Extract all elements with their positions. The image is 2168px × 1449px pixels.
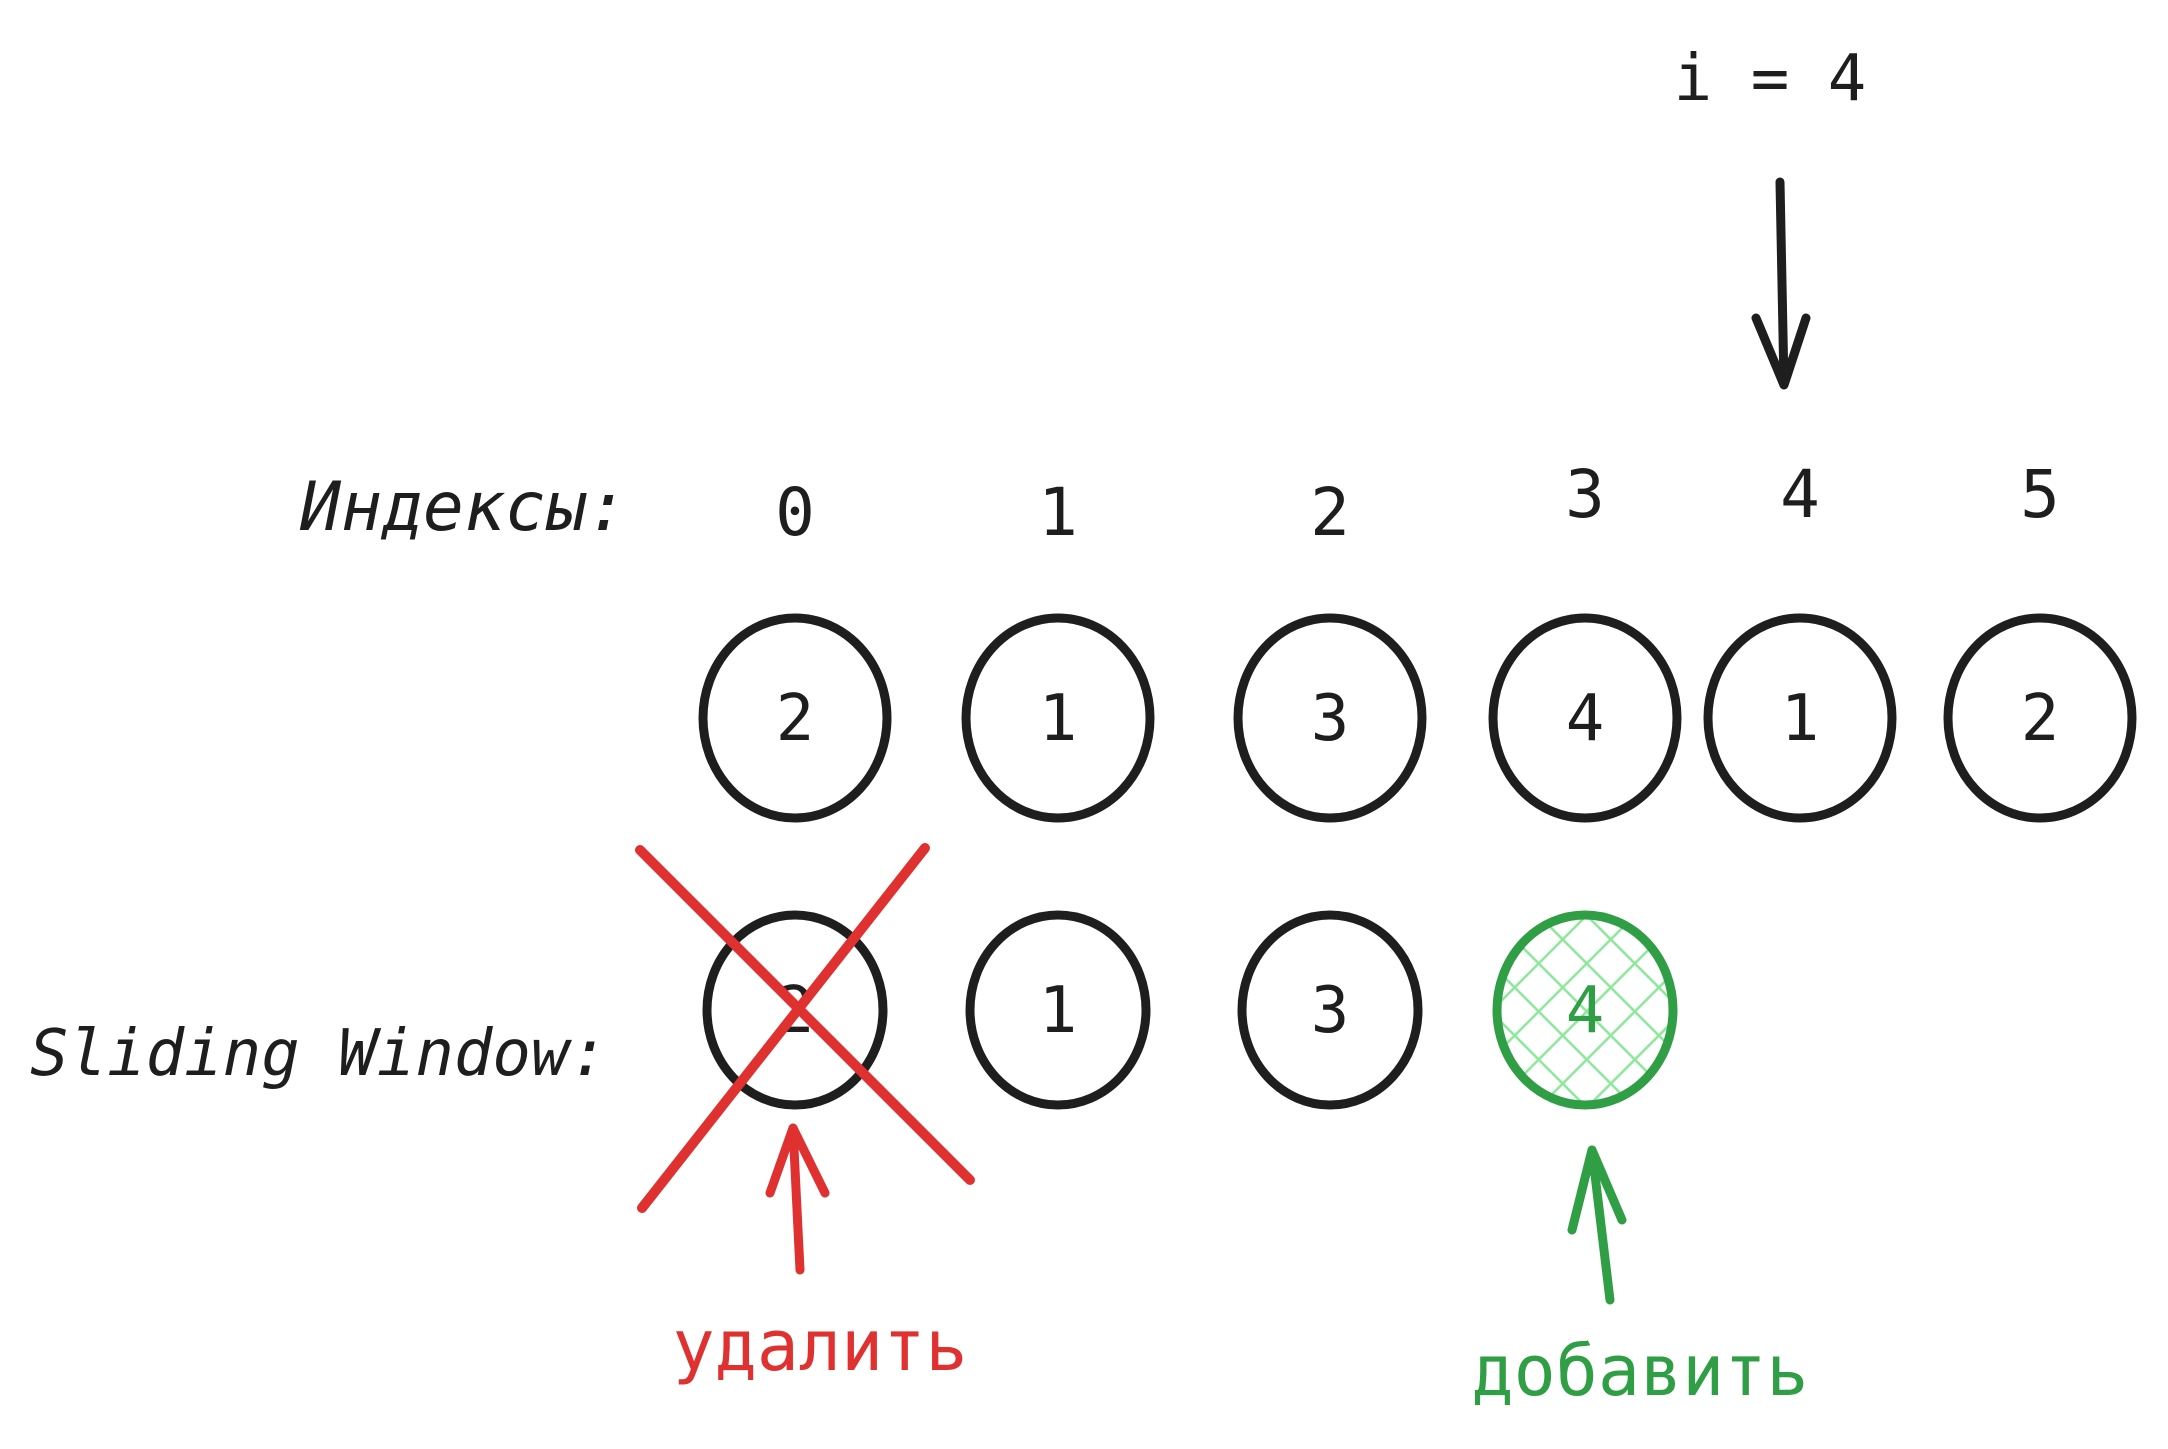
index-label: 4 <box>1780 456 1820 533</box>
remove-cross-stroke-2 <box>637 843 930 1213</box>
pointer-arrow <box>1751 177 1811 390</box>
window-element-value: 1 <box>1039 974 1078 1048</box>
array-row: 2 1 3 4 1 2 <box>698 613 2137 823</box>
index-label: 2 <box>1310 474 1350 551</box>
index-label: 5 <box>2020 456 2060 533</box>
array-element: 1 <box>1703 613 1897 823</box>
add-arrow <box>1567 1145 1627 1305</box>
window-element-circle <box>702 910 888 1110</box>
array-element: 4 <box>1488 613 1682 823</box>
array-element-value: 2 <box>2021 682 2060 756</box>
window-element: 1 <box>965 910 1151 1110</box>
window-element: 3 <box>1237 910 1423 1110</box>
indices-row-label: Индексы: <box>299 468 628 547</box>
array-element-circle <box>698 613 892 823</box>
remove-label: удалить <box>672 1305 967 1387</box>
add-label: добавить <box>1471 1330 1808 1412</box>
pointer-group: i = 4 <box>1674 42 1867 390</box>
remove-cross-stroke-1 <box>635 845 975 1185</box>
index-label: 1 <box>1038 474 1078 551</box>
index-label: 0 <box>775 474 815 551</box>
array-element-value: 1 <box>1039 682 1078 756</box>
index-label: 3 <box>1565 456 1605 533</box>
index-labels: 0 1 2 3 4 5 <box>775 456 2060 551</box>
array-element-circle <box>1703 613 1897 823</box>
array-element: 3 <box>1233 613 1427 823</box>
window-element-value: 3 <box>1311 974 1350 1048</box>
array-element-value: 1 <box>1781 682 1820 756</box>
array-element: 2 <box>1943 613 2137 823</box>
pointer-label: i = 4 <box>1674 42 1867 116</box>
window-element-circle <box>1237 910 1423 1110</box>
array-element-value: 4 <box>1566 682 1605 756</box>
remove-arrow <box>765 1123 830 1275</box>
array-element-circle <box>1488 613 1682 823</box>
array-element: 1 <box>961 613 1155 823</box>
array-element-value: 3 <box>1311 682 1350 756</box>
window-row-label: Sliding Window: <box>30 1017 608 1091</box>
window-element-circle <box>1492 910 1678 1110</box>
add-marker: добавить <box>1471 1145 1809 1412</box>
remove-marker: удалить <box>635 843 975 1387</box>
array-element: 2 <box>698 613 892 823</box>
array-element-circle <box>1943 613 2137 823</box>
array-element-value: 2 <box>776 682 815 756</box>
added-element-fill <box>1497 915 1673 1105</box>
window-element-added: 4 <box>1492 910 1678 1110</box>
window-element-circle <box>965 910 1151 1110</box>
array-element-circle <box>1233 613 1427 823</box>
window-element-value: 4 <box>1566 974 1605 1048</box>
array-element-circle <box>961 613 1155 823</box>
